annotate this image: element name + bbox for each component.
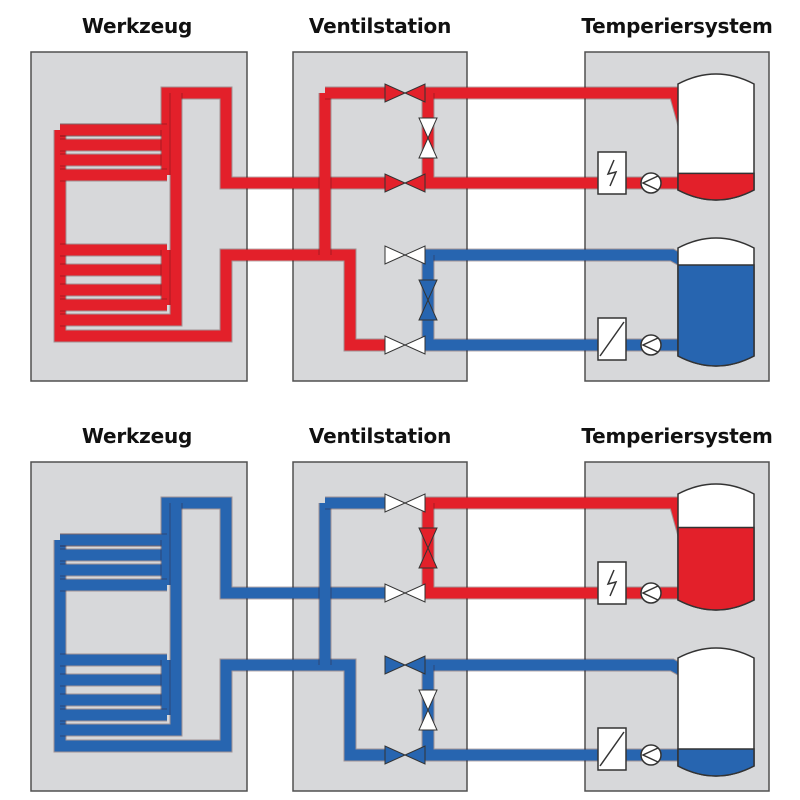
coil-return bbox=[54, 540, 388, 761]
panel-top bbox=[30, 51, 770, 382]
valve-triangle bbox=[418, 708, 438, 731]
coil-rib bbox=[60, 503, 182, 736]
valve-triangle bbox=[384, 745, 407, 765]
coil-rib bbox=[60, 93, 182, 326]
heading-ventilstation-top: Ventilstation bbox=[308, 14, 452, 38]
valve-icon bbox=[418, 117, 438, 159]
cooler-icon bbox=[597, 317, 627, 361]
heater-icon bbox=[597, 151, 627, 195]
valve-triangle bbox=[403, 245, 426, 265]
heater-bolt bbox=[606, 569, 618, 597]
heading-temperiersystem-bottom: Temperiersystem bbox=[581, 424, 773, 448]
pump-icon bbox=[640, 334, 662, 356]
cold-tank-icon bbox=[677, 237, 755, 367]
heading-temperiersystem-top: Temperiersystem bbox=[581, 14, 773, 38]
heading-ventilstation-bottom: Ventilstation bbox=[308, 424, 452, 448]
valve-icon bbox=[384, 173, 426, 193]
tank-fluid bbox=[677, 526, 755, 611]
valve-triangle bbox=[403, 493, 426, 513]
tank-fluid bbox=[677, 264, 755, 367]
valve-icon bbox=[384, 83, 426, 103]
cooler-slash bbox=[599, 321, 625, 357]
cooler-icon bbox=[597, 727, 627, 771]
valve-icon bbox=[418, 527, 438, 569]
valve-triangle bbox=[403, 173, 426, 193]
valve-triangle bbox=[403, 745, 426, 765]
valve-triangle bbox=[403, 655, 426, 675]
valve-triangle bbox=[418, 689, 438, 712]
pump-circle bbox=[640, 744, 662, 766]
tank-fluid bbox=[677, 748, 755, 777]
valve-triangle bbox=[418, 546, 438, 569]
valve-triangle bbox=[418, 279, 438, 302]
valve-triangle bbox=[418, 117, 438, 140]
cold-tank-icon bbox=[677, 647, 755, 777]
pump-circle bbox=[640, 582, 662, 604]
valve-icon bbox=[384, 493, 426, 513]
cooler-slash bbox=[599, 731, 625, 767]
tool-coil bbox=[53, 496, 388, 762]
pump-circle bbox=[640, 334, 662, 356]
tool-coil bbox=[53, 86, 388, 352]
heading-werkzeug-bottom: Werkzeug bbox=[81, 424, 193, 448]
panel-bottom bbox=[30, 461, 770, 792]
werkzeug-box bbox=[30, 461, 248, 792]
valve-icon bbox=[384, 583, 426, 603]
coil-return bbox=[54, 130, 388, 351]
valve-triangle bbox=[384, 655, 407, 675]
pump-arrow bbox=[641, 337, 659, 353]
pump-icon bbox=[640, 172, 662, 194]
tank-fluid bbox=[677, 172, 755, 201]
valve-icon bbox=[384, 335, 426, 355]
valve-triangle bbox=[403, 335, 426, 355]
heater-bolt bbox=[606, 159, 618, 187]
valve-icon bbox=[418, 689, 438, 731]
valve-triangle bbox=[384, 493, 407, 513]
valve-triangle bbox=[403, 83, 426, 103]
valve-icon bbox=[384, 655, 426, 675]
pump-arrow bbox=[641, 747, 659, 763]
valve-triangle bbox=[384, 583, 407, 603]
hot-tank-icon bbox=[677, 73, 755, 201]
pump-icon bbox=[640, 744, 662, 766]
pump-arrow bbox=[641, 175, 659, 191]
valve-triangle bbox=[418, 527, 438, 550]
pump-circle bbox=[640, 172, 662, 194]
valve-triangle bbox=[384, 335, 407, 355]
pump-icon bbox=[640, 582, 662, 604]
valve-triangle bbox=[384, 83, 407, 103]
heater-icon bbox=[597, 561, 627, 605]
hot-tank-icon bbox=[677, 483, 755, 611]
valve-icon bbox=[384, 745, 426, 765]
werkzeug-box bbox=[30, 51, 248, 382]
valve-triangle bbox=[403, 583, 426, 603]
valve-triangle bbox=[418, 136, 438, 159]
pump-arrow bbox=[641, 585, 659, 601]
valve-triangle bbox=[384, 173, 407, 193]
valve-icon bbox=[384, 245, 426, 265]
valve-triangle bbox=[418, 298, 438, 321]
heading-werkzeug-top: Werkzeug bbox=[81, 14, 193, 38]
valve-icon bbox=[418, 279, 438, 321]
valve-triangle bbox=[384, 245, 407, 265]
